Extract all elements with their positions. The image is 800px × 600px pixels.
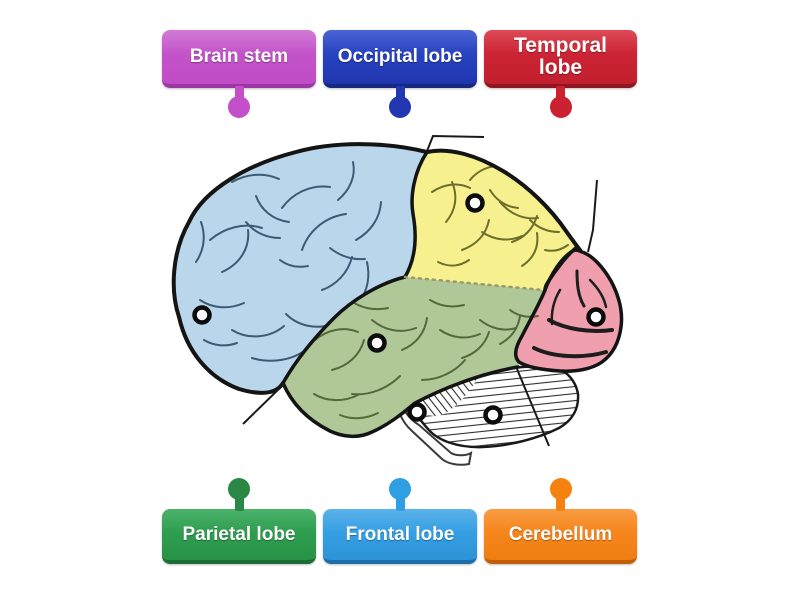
pin-stem: [234, 86, 244, 100]
label-text: Brain stem: [189, 46, 289, 68]
gyri-yellow: [431, 164, 569, 267]
pin-stem: [556, 495, 565, 511]
pin-stem: [395, 495, 405, 511]
leader-line-bottom-right: [516, 368, 550, 447]
gyri-green: [313, 299, 539, 420]
pin-stem: [234, 495, 244, 511]
region-cerebellum: [413, 364, 580, 449]
leader-line-top: [426, 134, 485, 152]
pin-ball: [389, 478, 411, 500]
leader-lines: [242, 134, 598, 447]
pin-stem: [556, 86, 565, 100]
draggable-label-brain-stem[interactable]: Brain stem: [162, 30, 316, 118]
draggable-label-cerebellum[interactable]: Cerebellum: [484, 478, 637, 564]
draggable-label-parietal-lobe[interactable]: Parietal lobe: [162, 478, 316, 564]
dotted-boundary: [403, 275, 545, 292]
gyri-blue: [195, 161, 382, 362]
answer-point-blue-region[interactable]: [192, 305, 212, 325]
pin-ball: [549, 478, 572, 500]
label-text: Parietal lobe: [182, 523, 296, 545]
pin-ball: [389, 96, 411, 118]
draggable-label-frontal-lobe[interactable]: Frontal lobe: [323, 478, 477, 564]
leader-line-bottom-left: [242, 383, 285, 425]
brain-outline: [171, 142, 624, 439]
pin-stem: [395, 86, 405, 100]
label-text: Temporal lobe: [514, 33, 607, 79]
pin-ball: [228, 478, 250, 500]
label-text: Frontal lobe: [345, 523, 455, 545]
answer-point-cerebellum[interactable]: [483, 405, 503, 425]
draggable-label-temporal-lobe[interactable]: Temporal lobe: [484, 30, 637, 118]
label-text: Cerebellum: [508, 523, 613, 545]
answer-point-green-region[interactable]: [367, 333, 387, 353]
answer-point-yellow-region[interactable]: [465, 193, 485, 213]
label-text: Occipital lobe: [337, 46, 463, 68]
gyri-pink: [532, 269, 614, 359]
leader-line-right: [587, 179, 598, 253]
answer-point-brainstem[interactable]: [407, 402, 427, 422]
draggable-label-occipital-lobe[interactable]: Occipital lobe: [323, 30, 477, 118]
pin-ball: [228, 96, 250, 118]
pin-ball: [549, 96, 572, 118]
answer-point-pink-region[interactable]: [586, 307, 606, 327]
